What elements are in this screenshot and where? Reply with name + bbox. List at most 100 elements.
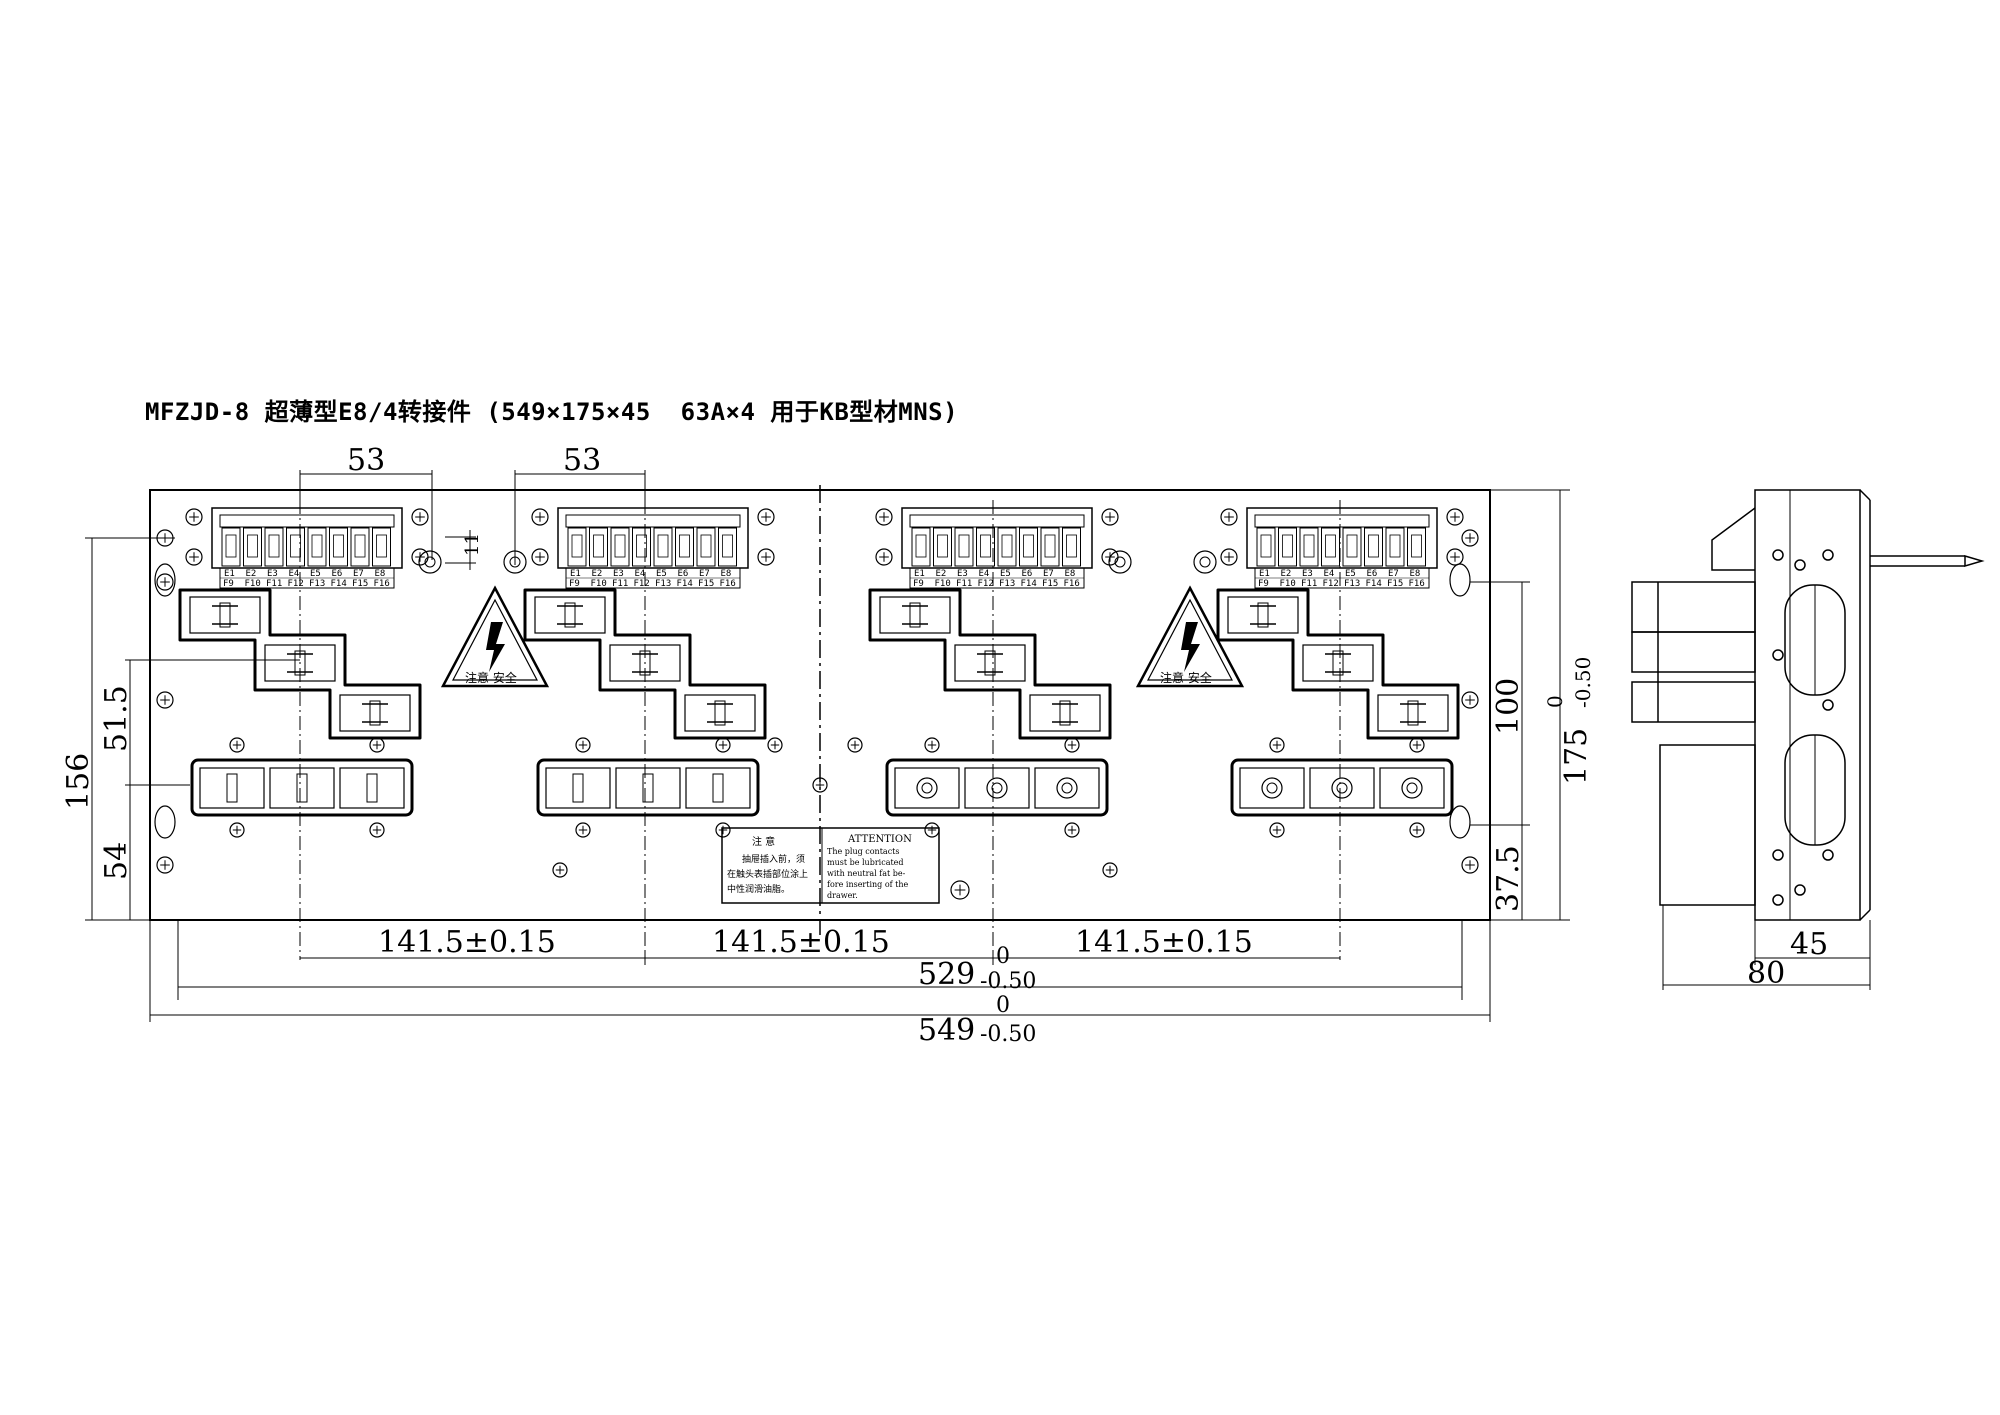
screws: [154, 508, 1479, 900]
terminal-label: E3: [957, 569, 968, 579]
screw-icon: [575, 737, 591, 753]
terminal-label: E1: [224, 569, 235, 579]
terminal-label: E5: [310, 569, 321, 579]
terminal-label: E4: [979, 569, 990, 579]
dim-tol: 0: [1543, 695, 1567, 708]
terminal-label: E7: [699, 569, 710, 579]
dim-text: 141.5±0.15: [378, 925, 556, 960]
contact-stair: [868, 588, 1112, 740]
screw-icon: [847, 737, 863, 753]
terminal-label: E1: [1259, 569, 1270, 579]
dim-tol: -0.50: [980, 1022, 1036, 1047]
dim-text: 45: [1790, 927, 1828, 962]
terminal-label: F9: [1258, 579, 1269, 589]
contact-stair: [1216, 588, 1460, 740]
notice-label: 注 意 抽屉插入前，须 在触头表插部位涂上 中性润滑油脂。 ATTENTION …: [721, 827, 940, 904]
terminal-label: E1: [570, 569, 581, 579]
screw-icon: [1220, 548, 1238, 566]
terminal-label: F12: [634, 579, 650, 589]
terminal-label: E7: [1388, 569, 1399, 579]
screw-icon: [1409, 822, 1425, 838]
screw-icon: [185, 548, 203, 566]
screw-icon: [229, 822, 245, 838]
warning-label-1: 注意 安全: [465, 670, 517, 685]
terminal-label: E6: [1022, 569, 1033, 579]
terminal-label: F10: [245, 579, 261, 589]
notice-en-line: drawer.: [827, 891, 858, 900]
screw-icon: [875, 508, 893, 526]
terminal-label: F9: [913, 579, 924, 589]
terminal-label: F15: [1042, 579, 1058, 589]
dim-text: 11: [462, 533, 483, 556]
screw-icon: [1409, 737, 1425, 753]
terminal-label: E2: [246, 569, 257, 579]
terminal-label: E6: [678, 569, 689, 579]
terminal-label: F16: [1064, 579, 1080, 589]
contact-stair: [178, 588, 422, 740]
screw-icon: [1269, 737, 1285, 753]
dim-pitch: 141.5±0.15 141.5±0.15 141.5±0.15: [300, 925, 1340, 965]
mounting-slot: [154, 563, 176, 597]
neutral-contact-bars: [190, 758, 1454, 817]
screw-icon: [411, 508, 429, 526]
terminal-label: E7: [353, 569, 364, 579]
terminal-label: F11: [1301, 579, 1317, 589]
dim-text: 156: [61, 753, 96, 810]
dim-top-53-right: 53: [514, 443, 646, 565]
dim-tol: -0.50: [980, 969, 1036, 994]
dim-text: 141.5±0.15: [712, 925, 890, 960]
terminal-label: E8: [721, 569, 732, 579]
terminal-label: E2: [936, 569, 947, 579]
dim-11: 11: [445, 530, 483, 570]
dim-text: 100: [1491, 678, 1526, 735]
dim-top-53-left: 53: [299, 443, 433, 560]
screw-icon: [156, 856, 174, 874]
module-center-lines: [299, 500, 1341, 960]
dim-549: 549 0 -0.50: [149, 920, 1491, 1048]
terminal-label: E3: [1302, 569, 1313, 579]
terminal-label: F15: [1387, 579, 1403, 589]
dim-left: 156 51.5 54: [61, 537, 300, 921]
screw-icon: [531, 548, 549, 566]
dim-text: 529: [918, 957, 975, 992]
terminal-label: F11: [956, 579, 972, 589]
terminal-label: E4: [635, 569, 646, 579]
dim-text: 37.5: [1491, 845, 1526, 912]
dim-tol: -0.50: [1571, 657, 1595, 708]
screw-icon: [369, 737, 385, 753]
dim-text: 175: [1559, 728, 1594, 785]
notice-cn-line: 在触头表插部位涂上: [727, 868, 808, 880]
terminal-label: E4: [1324, 569, 1335, 579]
dim-side: 45 80: [1662, 905, 1871, 991]
dim-tol: 0: [996, 944, 1010, 969]
contact-bar: [885, 758, 1109, 817]
screw-icon: [812, 777, 828, 793]
screw-icon: [924, 822, 940, 838]
terminal-label: F15: [352, 579, 368, 589]
warning-label-2: 注意 安全: [1160, 670, 1212, 685]
screw-icon: [1461, 691, 1479, 709]
terminal-label: F14: [331, 579, 347, 589]
screw-icon: [1446, 548, 1464, 566]
notice-en-line: fore inserting of the: [827, 880, 909, 889]
terminal-label: F9: [223, 579, 234, 589]
mounting-hole: [1108, 550, 1132, 574]
terminal-label: F12: [978, 579, 994, 589]
terminal-label: E5: [1000, 569, 1011, 579]
screw-icon: [156, 573, 174, 591]
screw-icon: [1220, 508, 1238, 526]
terminal-label: E2: [1281, 569, 1292, 579]
mounting-hole: [418, 550, 442, 574]
mounting-slot: [154, 805, 176, 839]
terminal-label: F13: [655, 579, 671, 589]
notice-en-heading: ATTENTION: [847, 834, 912, 845]
terminal-label: F16: [374, 579, 390, 589]
notice-cn-line: 抽屉插入前，须: [742, 853, 805, 865]
screw-icon: [1102, 862, 1118, 878]
screw-icon: [767, 737, 783, 753]
screw-icon: [924, 737, 940, 753]
terminal-label: F10: [591, 579, 607, 589]
contact-bar: [190, 758, 414, 817]
dim-right: 100 37.5 175 0 -0.50: [1470, 489, 1595, 921]
